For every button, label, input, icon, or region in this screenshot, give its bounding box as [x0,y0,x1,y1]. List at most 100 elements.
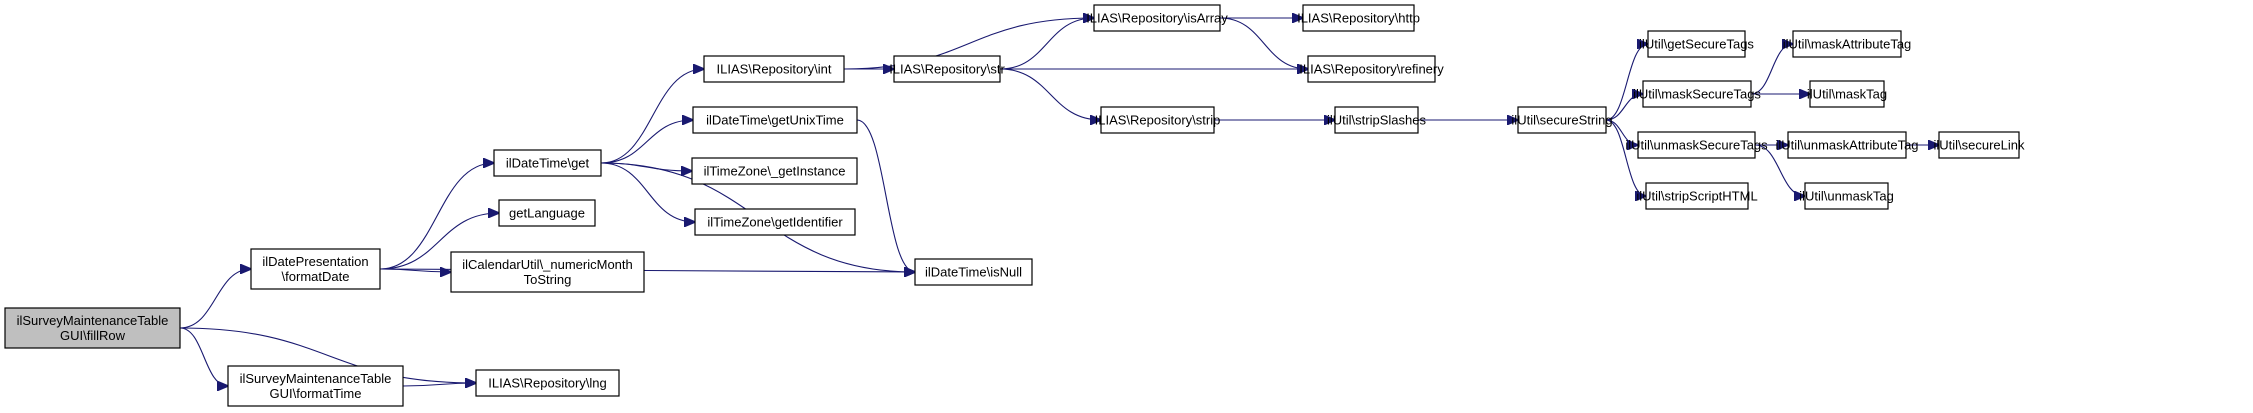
node-unmaskTag[interactable]: ilUtil\unmaskTag [1799,182,1894,210]
node-getIdentifier[interactable]: ilTimeZone\getIdentifier [694,208,856,236]
node-box[interactable] [4,307,181,349]
node-getInstance[interactable]: ilTimeZone\_getInstance [691,157,858,185]
node-unmaskSecureTags[interactable]: ilUtil\unmaskSecureTags [1625,131,1768,159]
node-label: ILIAS\Repository\isArray [1086,11,1228,26]
node-maskSecureTags[interactable]: ilUtil\maskSecureTags [1633,80,1761,108]
node-refinery[interactable]: ILIAS\Repository\refinery [1299,55,1444,83]
node-label: ilUtil\getSecureTags [1639,37,1754,52]
node-label: ILIAS\Repository\refinery [1299,62,1444,77]
node-label: ilUtil\stripScriptHTML [1636,189,1757,204]
node-box[interactable] [1093,4,1221,32]
node-repoStr[interactable]: ILIAS\Repository\str [889,55,1005,83]
node-label: ilUtil\maskSecureTags [1633,87,1761,102]
node-label: ilTimeZone\getIdentifier [707,215,843,230]
node-label: ILIAS\Repository\strip [1095,113,1221,128]
node-label: ToString [524,272,572,287]
node-isNull[interactable]: ilDateTime\isNull [914,258,1033,286]
node-isArray[interactable]: ILIAS\Repository\isArray [1086,4,1228,32]
node-maskTag[interactable]: ilUtil\maskTag [1807,80,1887,108]
node-box[interactable] [1809,80,1885,108]
node-box[interactable] [893,55,1001,83]
edge-secureString-to-stripScriptHTML [1605,119,1646,196]
node-label: ilUtil\maskAttributeTag [1783,37,1912,52]
node-http[interactable]: ILIAS\Repository\http [1297,4,1420,32]
edge-dtget-to-repoInt [600,69,704,164]
node-getSecureTags[interactable]: ilUtil\getSecureTags [1639,30,1754,58]
node-formatDate[interactable]: ilDatePresentation\formatDate [250,248,381,290]
node-box[interactable] [1645,182,1749,210]
edge-dtget-to-getIdentifier [600,162,695,222]
edge-repoStr-to-strip [999,68,1101,120]
node-box[interactable] [250,248,381,290]
node-box[interactable] [493,149,602,177]
node-box[interactable] [1302,4,1415,32]
node-box[interactable] [1804,182,1889,210]
node-box[interactable] [1100,106,1215,134]
edge-secureString-to-maskSecureTags [1605,94,1643,121]
node-box[interactable] [1637,131,1756,159]
node-box[interactable] [703,55,845,83]
node-box[interactable] [1642,80,1752,108]
node-box[interactable] [1307,55,1436,83]
node-box[interactable] [694,208,856,236]
node-box[interactable] [691,157,858,185]
edge-fillRow-to-formatTime [179,327,228,386]
node-label: ilUtil\secureLink [1933,138,2025,153]
node-box[interactable] [1792,30,1902,58]
node-unmaskAttributeTag[interactable]: ilUtil\unmaskAttributeTag [1775,131,1919,159]
node-label: ILIAS\Repository\lng [488,376,607,391]
node-label: ilDateTime\getUnixTime [706,113,844,128]
node-label: ilTimeZone\_getInstance [704,164,846,179]
node-box[interactable] [1517,106,1607,134]
node-label: GUI\formatTime [270,386,362,401]
node-getUnixTime[interactable]: ilDateTime\getUnixTime [692,106,858,134]
node-maskAttributeTag[interactable]: ilUtil\maskAttributeTag [1783,30,1912,58]
edge-formatDate-to-dtget [379,163,494,270]
node-label: ilSurveyMaintenanceTable [17,313,169,328]
node-label: ilDateTime\isNull [925,265,1022,280]
node-stripScriptHTML[interactable]: ilUtil\stripScriptHTML [1636,182,1758,210]
edge-fillRow-to-lng [179,327,476,383]
node-getLanguage[interactable]: getLanguage [498,199,596,227]
node-label: ilUtil\unmaskTag [1799,189,1894,204]
node-box[interactable] [1334,106,1419,134]
edge-formatDate-to-getLanguage [379,213,499,270]
node-box[interactable] [914,258,1033,286]
node-label: \formatDate [282,269,350,284]
node-label: ilUtil\stripSlashes [1327,113,1426,128]
edge-secureString-to-getSecureTags [1605,44,1648,121]
node-label: ILIAS\Repository\str [889,62,1005,77]
node-box[interactable] [692,106,858,134]
node-strip[interactable]: ILIAS\Repository\strip [1095,106,1221,134]
node-secureString[interactable]: ilUtil\secureString [1511,106,1613,134]
node-box[interactable] [450,251,645,293]
node-label: getLanguage [509,206,585,221]
node-label: ilUtil\unmaskSecureTags [1625,138,1768,153]
edge-unmaskSecureTags-to-unmaskTag [1754,144,1805,196]
node-label: ILIAS\Repository\int [717,62,832,77]
node-box[interactable] [1938,131,2020,159]
node-label: ilUtil\secureString [1511,113,1612,128]
node-stripSlashes[interactable]: ilUtil\stripSlashes [1327,106,1426,134]
edge-maskSecureTags-to-maskAttributeTag [1750,44,1793,95]
node-label: ilCalendarUtil\_numericMonth [462,257,633,272]
node-repoInt[interactable]: ILIAS\Repository\int [703,55,845,83]
node-label: ILIAS\Repository\http [1297,11,1420,26]
node-box[interactable] [1787,131,1907,159]
node-box[interactable] [1647,30,1746,58]
node-dtget[interactable]: ilDateTime\get [493,149,602,177]
edge-dtget-to-getUnixTime [600,120,693,164]
node-box[interactable] [227,365,404,407]
node-secureLink[interactable]: ilUtil\secureLink [1933,131,2025,159]
node-label: ilUtil\unmaskAttributeTag [1775,138,1918,153]
node-lng[interactable]: ILIAS\Repository\lng [475,369,620,397]
node-box[interactable] [475,369,620,397]
edge-fillRow-to-formatDate [179,269,251,329]
node-label: ilDateTime\get [506,156,590,171]
node-box[interactable] [498,199,596,227]
